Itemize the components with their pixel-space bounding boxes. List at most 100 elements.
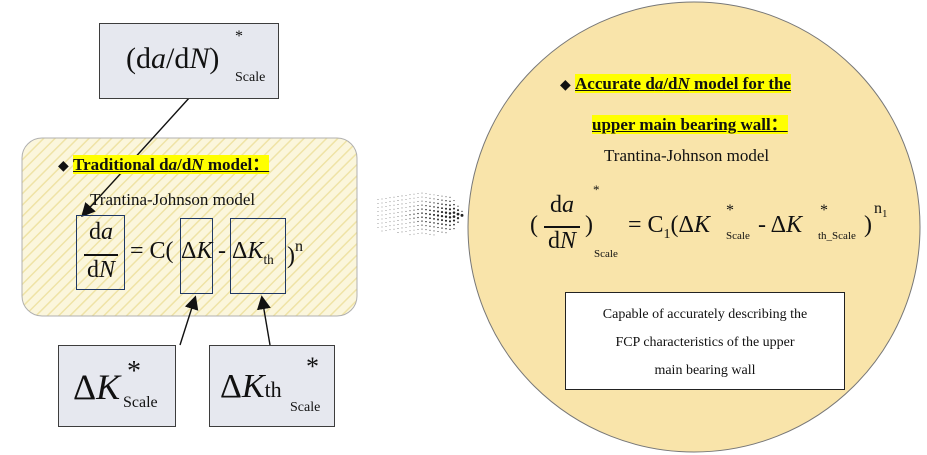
arrow-dot [437, 206, 439, 209]
arrow-dot [409, 222, 411, 224]
rf-star: * [593, 182, 600, 197]
arrow-dot [429, 229, 431, 231]
arrow-dot [429, 209, 431, 212]
arrow-dot [381, 206, 383, 208]
arrow-dot [397, 212, 399, 213]
right-heading-1: ◆ Accurate da/dN model for the [560, 74, 791, 94]
arrow-dot [385, 209, 387, 211]
arrow-dot [385, 213, 387, 215]
arrow-dot [433, 206, 435, 208]
arrow-dot [401, 227, 403, 229]
arrow-dot [381, 202, 383, 204]
arrow-dot [413, 229, 415, 231]
arrow-dot [417, 216, 419, 219]
close-paren: )n [287, 238, 303, 269]
arrow-dot [421, 224, 423, 226]
br-star: * [306, 352, 319, 381]
arrow-dot [425, 201, 427, 203]
arrow-dot [389, 213, 391, 215]
arrow-dot [389, 201, 391, 203]
arrow-dot [452, 207, 456, 210]
arrow-dot [385, 221, 387, 223]
arrow-dot [405, 198, 407, 200]
top-box: (da/dN) * Scale [99, 23, 279, 99]
arrow-dot [452, 219, 456, 222]
rf-star2: * [820, 202, 828, 219]
arrow-dot [409, 234, 411, 236]
arrow-dot [425, 205, 427, 207]
minus-sign: - [218, 238, 226, 264]
arrow-dot [421, 200, 423, 202]
arrow-dot [429, 193, 431, 195]
arrow-dot [453, 200, 455, 202]
arrow-dot [381, 230, 383, 232]
arrow-dot [432, 213, 436, 216]
arrow-dot [444, 215, 448, 218]
right-heading-2: upper main bearing wall： [592, 110, 788, 135]
arrow-dot [389, 217, 391, 219]
rf-scale: Scale [594, 248, 618, 260]
arrow-dot [417, 225, 419, 227]
arrow-dot [453, 228, 455, 230]
arrow-dot [441, 231, 443, 233]
diamond-bullet-icon: ◆ [58, 159, 69, 174]
arrow-dot [401, 215, 403, 217]
arrow-dot [445, 207, 447, 210]
arrow-dot [457, 209, 459, 212]
arrow-dot [421, 212, 423, 214]
arrow-dot [409, 206, 411, 208]
dk-term: ΔK [181, 238, 213, 264]
arrow-dot [409, 210, 411, 212]
arrow-dot [385, 229, 387, 231]
arrow-dot [437, 226, 439, 229]
desc-line-2: FCP characteristics of the upper [615, 335, 795, 350]
arrow-dot [421, 192, 423, 194]
rf-open: ( [530, 212, 538, 238]
arrow-dot [453, 203, 455, 206]
arrow-dot [413, 205, 415, 207]
arrow-dot [437, 195, 439, 196]
dotted-arrow-icon [377, 192, 464, 236]
slash-d: /d [166, 42, 190, 75]
arrow-dot [441, 203, 443, 205]
left-heading-text: Traditional da/dN model： [73, 155, 270, 174]
arrow-dot [413, 225, 415, 227]
arrow-dot [429, 213, 431, 216]
arrow-dot [381, 210, 383, 212]
arrow-dot [385, 225, 387, 227]
arrow-dot [433, 209, 435, 212]
arrow-dot [401, 231, 403, 233]
arrow-dot [429, 197, 431, 199]
arrow-dot [425, 225, 427, 227]
arrow-dot [397, 232, 399, 233]
arrow-dot [377, 215, 379, 217]
arrow-dot [425, 216, 427, 219]
frac-den: dN [86, 257, 115, 283]
arrow-dot [381, 222, 383, 224]
arrow-dot [425, 229, 427, 231]
arrow-dot [425, 208, 427, 211]
arrow-dot [445, 200, 447, 202]
arrow-dot [445, 232, 447, 234]
rf-num: da [550, 192, 574, 218]
arrow-dot [440, 211, 444, 214]
arrow-dot [405, 210, 407, 212]
arrow-dot [440, 214, 444, 218]
arrow-dot [461, 210, 463, 212]
dk-box [180, 218, 213, 294]
arrow-dot [409, 194, 411, 196]
bottom-left-box: ΔK * Scale [58, 345, 176, 427]
arrow-dot [429, 233, 431, 235]
rf-line [544, 226, 580, 228]
paren-open: (d [126, 42, 151, 75]
arrow-dot [409, 218, 411, 220]
arrow-dot [425, 233, 427, 235]
arrow-dot [437, 222, 439, 225]
top-box-formula: (da/dN) [126, 42, 219, 76]
arrow-dot [393, 212, 395, 214]
arrow-dot [405, 194, 407, 196]
arrow-dot [433, 217, 435, 220]
arrow-dot [456, 212, 460, 216]
desc-line-1: Capable of accurately describing the [602, 307, 808, 322]
arrow-dot [389, 205, 391, 207]
